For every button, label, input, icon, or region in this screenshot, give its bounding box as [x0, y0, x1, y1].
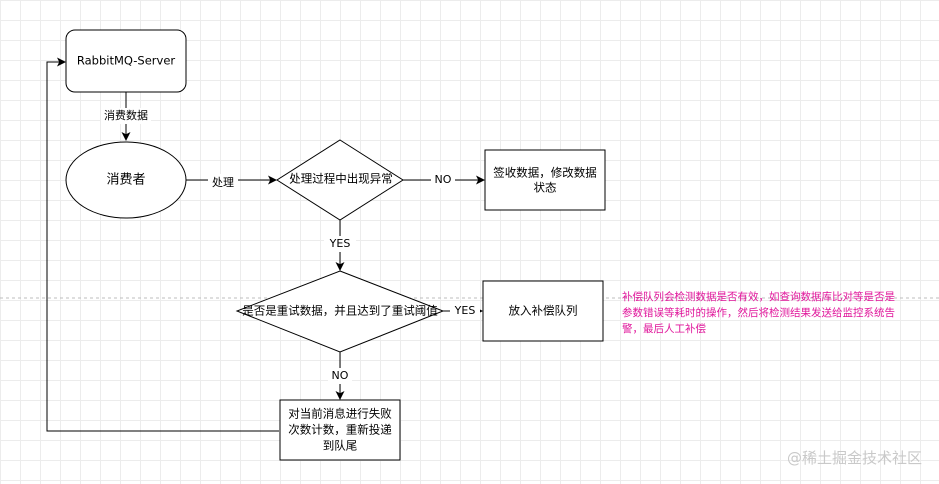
- compensation-node: 放入补偿队列: [482, 280, 604, 342]
- process-label: 处理: [212, 176, 234, 189]
- requeue-label-line-1: 对当前消息进行失败: [288, 407, 392, 421]
- exception-decision: 处理过程中出现异常: [276, 139, 404, 221]
- compensation-label: 放入补偿队列: [509, 304, 578, 318]
- server-label: RabbitMQ-Server: [77, 54, 176, 68]
- consumer-node: 消费者: [65, 141, 187, 219]
- requeue-label-line-2: 次数计数，重新投递: [288, 423, 392, 437]
- retry-label: 是否是重试数据，并且达到了重试阈值: [242, 304, 438, 318]
- compensation-note: 补偿队列会检测数据是否有效，如查询数据库比对等是否是 参数错误等耗时的操作，然后…: [622, 290, 895, 335]
- requeue-label-line-3: 到队尾: [323, 439, 358, 453]
- yes-label-2: YES: [454, 304, 476, 317]
- consumer-label: 消费者: [106, 173, 145, 188]
- edge-requeue-loop: [46, 57, 279, 432]
- no-label-2: NO: [332, 369, 349, 382]
- retry-decision: 是否是重试数据，并且达到了重试阈值: [235, 270, 445, 353]
- ack-node: 签收数据，修改数据 状态: [484, 149, 606, 211]
- note-line-2: 参数错误等耗时的操作，然后将检测结果发送给监控系统告: [622, 306, 895, 319]
- note-line-3: 警，最后人工补偿: [622, 322, 706, 335]
- watermark: @稀土掘金技术社区: [787, 449, 922, 467]
- no-label-1: NO: [435, 173, 452, 186]
- ack-label-line-1: 签收数据，修改数据: [493, 166, 597, 180]
- exception-label: 处理过程中出现异常: [289, 172, 393, 186]
- consume-data-label: 消费数据: [104, 108, 148, 122]
- note-line-1: 补偿队列会检测数据是否有效，如查询数据库比对等是否是: [622, 290, 895, 303]
- requeue-node: 对当前消息进行失败 次数计数，重新投递 到队尾: [279, 399, 401, 461]
- ack-label-line-2: 状态: [534, 181, 557, 195]
- server-node: RabbitMQ-Server: [65, 29, 187, 93]
- yes-label-1: YES: [329, 237, 351, 250]
